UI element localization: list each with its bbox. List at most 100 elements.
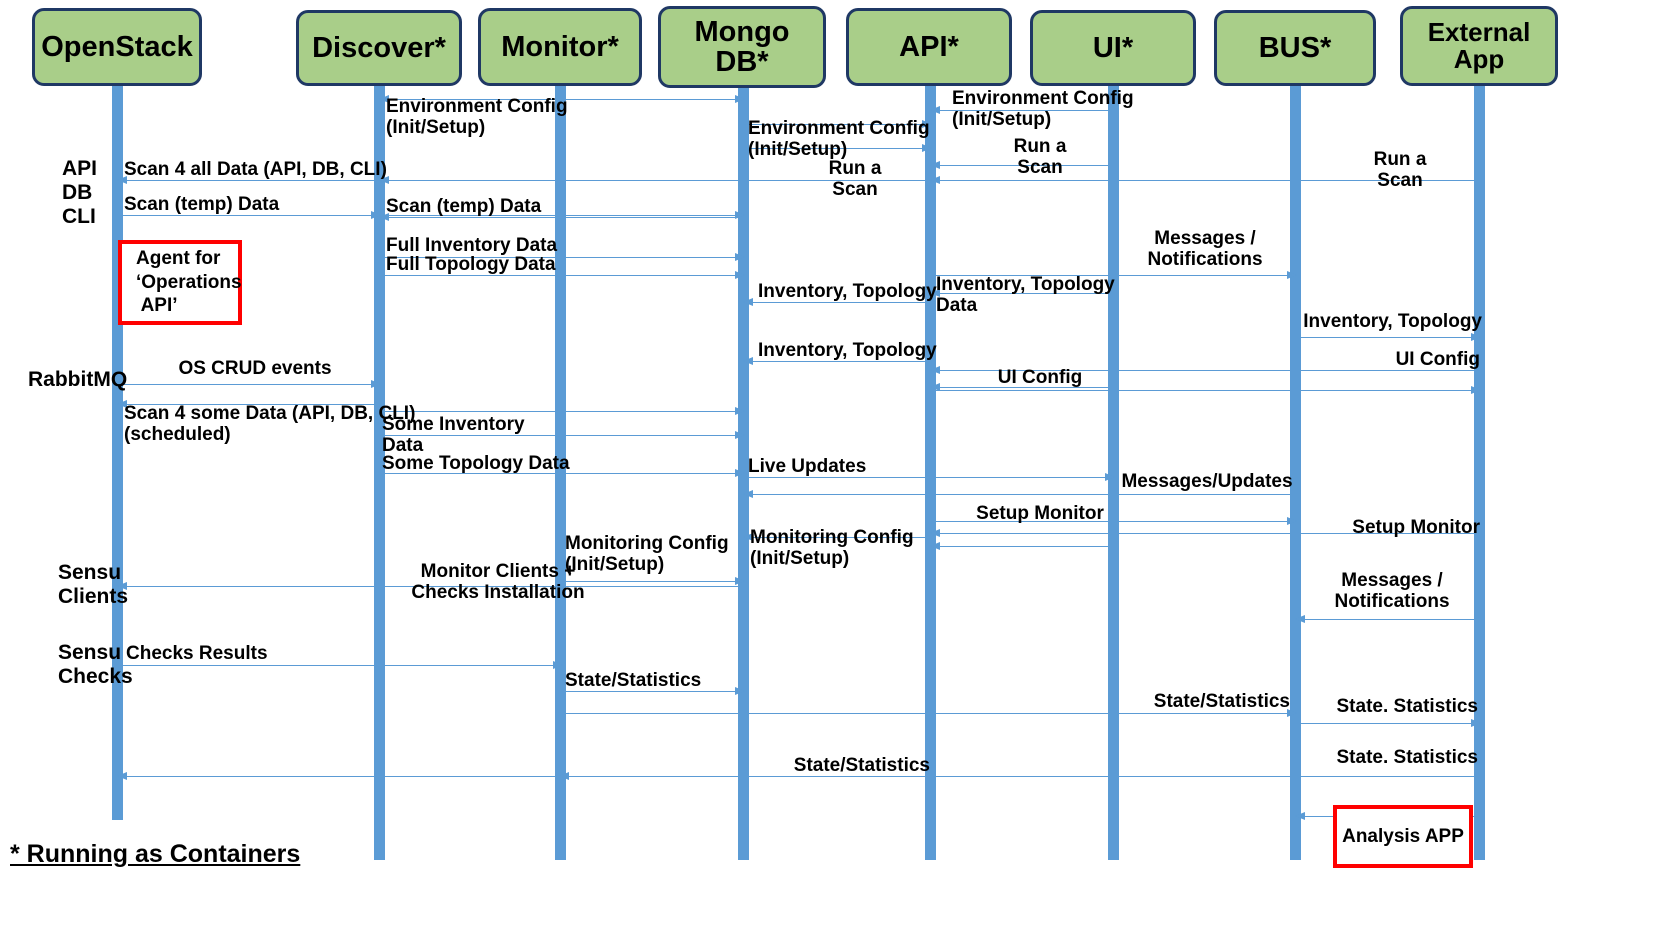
message-arrow-m21 (930, 383, 1114, 391)
message-arrow-m12 (380, 211, 745, 219)
message-label-m08: Run a Scan (1013, 136, 1067, 179)
note-analysis-app: Analysis APP (1333, 805, 1473, 868)
message-label-m36: Messages / Notifications (1334, 570, 1450, 613)
message-label-m14: Full Topology Data (386, 254, 556, 275)
lifeline-external-app (1474, 86, 1485, 860)
message-arrow-m25 (380, 407, 745, 415)
side-label-sensu-checks: Sensu Checks (58, 641, 133, 689)
message-label-m34: Monitoring Config (Init/Setup) (750, 527, 914, 570)
message-label-m13: Full Inventory Data (386, 235, 558, 256)
participant-label: BUS* (1258, 31, 1332, 64)
message-arrow-m08 (930, 161, 1114, 169)
participant-label: Mongo DB* (694, 15, 790, 78)
message-arrow-m04 (930, 106, 1114, 114)
side-label-sensu-clients: Sensu Clients (58, 561, 128, 609)
message-arrow-m22 (931, 386, 1481, 394)
participant-label: UI* (1092, 31, 1134, 64)
message-label-m40: State. Statistics (1336, 696, 1479, 717)
message-label-m10: Scan (temp) Data (124, 194, 280, 215)
message-arrow-m17 (930, 289, 1114, 297)
message-arrow-m19 (743, 357, 931, 365)
message-arrow-m07 (379, 176, 931, 184)
message-label-m01: Environment Config (Init/Setup) (386, 96, 568, 139)
participant-mongodb[interactable]: Mongo DB* (658, 6, 826, 88)
side-label-text: Sensu Clients (58, 561, 129, 609)
participant-label: Monitor* (501, 30, 619, 63)
message-arrow-m30 (743, 490, 1296, 498)
message-arrow-m06 (117, 176, 380, 184)
message-label-m28: Live Updates (748, 456, 867, 477)
participant-ui[interactable]: UI* (1030, 10, 1196, 86)
message-label-m41: State. Statistics (1336, 747, 1479, 768)
message-arrow-m29 (931, 517, 1297, 525)
message-arrow-m15 (931, 271, 1297, 279)
note-text: Analysis APP (1342, 825, 1464, 847)
message-label-m37: Checks Results (126, 643, 268, 664)
message-arrow-m16 (743, 298, 931, 306)
message-label-m06: Scan 4 all Data (API, DB, CLI) (124, 159, 387, 180)
message-label-m42: State/Statistics (793, 755, 930, 776)
participant-discover[interactable]: Discover* (296, 10, 462, 86)
participant-external-app[interactable]: External App (1400, 6, 1558, 86)
message-label-m29: Messages/Updates (1121, 471, 1293, 492)
message-arrow-m26 (380, 431, 745, 439)
participant-bus[interactable]: BUS* (1214, 10, 1376, 86)
side-label-api-db-cli: API DB CLI (62, 157, 97, 229)
participant-openstack[interactable]: OpenStack (32, 8, 202, 86)
message-label-m27: Some Topology Data (382, 453, 570, 474)
message-arrow-m39 (560, 709, 1297, 717)
message-label-m22: UI Config (1395, 349, 1480, 370)
message-arrow-m10 (118, 211, 381, 219)
message-arrow-m34 (743, 533, 931, 541)
message-arrow-m40 (1296, 719, 1481, 727)
message-arrow-m33 (560, 577, 745, 585)
participant-monitor[interactable]: Monitor* (478, 8, 642, 86)
participant-api[interactable]: API* (846, 8, 1012, 86)
message-arrow-m13 (380, 253, 745, 261)
message-label-m07: Run a Scan (828, 158, 882, 201)
side-label-text: RabbitMQ (28, 368, 128, 391)
message-label-m17: Inventory, Topology Data (936, 274, 1115, 317)
side-label-text: Sensu Checks (58, 641, 133, 689)
note-agent-operations-api: Agent for ‘Operations API’ (118, 240, 242, 325)
footer-running-as-containers: * Running as Containers (10, 840, 301, 868)
message-arrow-m36 (1295, 615, 1480, 623)
message-arrow-m23 (118, 380, 381, 388)
message-label-m35: Monitor Clients + Checks Installation (411, 561, 585, 604)
message-arrow-m02 (560, 95, 745, 103)
message-arrow-m18 (1296, 333, 1481, 341)
side-label-text: API DB CLI (62, 157, 98, 229)
message-arrow-m11 (379, 213, 744, 221)
participant-label: API* (899, 30, 959, 63)
lifeline-api (925, 86, 936, 860)
message-arrow-m37 (118, 661, 563, 669)
message-label-m04: Environment Config (Init/Setup) (952, 88, 1134, 131)
message-arrow-m09 (930, 176, 1480, 184)
message-label-m32: Setup Monitor (1352, 517, 1480, 538)
message-label-m11: Scan (temp) Data (386, 196, 542, 217)
message-label-m39: State/Statistics (1153, 691, 1290, 712)
participant-label: OpenStack (41, 30, 193, 63)
message-arrow-m27 (380, 469, 745, 477)
message-label-m31: Setup Monitor (976, 503, 1104, 524)
message-label-m38: State/Statistics (565, 670, 702, 691)
lifeline-openstack (112, 86, 123, 820)
message-label-m23: OS CRUD events (178, 358, 332, 379)
message-label-m24: Scan 4 some Data (API, DB, CLI) (schedul… (124, 403, 416, 446)
message-label-m09: Run a Scan (1373, 149, 1427, 192)
message-arrow-m35 (117, 582, 744, 590)
participant-label: Discover* (312, 31, 446, 64)
message-arrow-m03 (744, 120, 932, 128)
lifeline-discover (374, 86, 385, 860)
participant-label: External App (1427, 16, 1531, 74)
message-label-m26: Some Inventory Data (382, 414, 525, 457)
message-arrow-m42 (117, 772, 744, 780)
message-arrow-m20 (930, 366, 1480, 374)
message-label-m21: UI Config (997, 367, 1083, 388)
note-text: Agent for ‘Operations API’ (136, 247, 242, 317)
message-label-m15: Messages / Notifications (1147, 228, 1263, 271)
message-arrow-m28 (744, 473, 1115, 481)
message-label-m16: Inventory, Topology (758, 281, 937, 302)
message-arrow-m31 (930, 542, 1114, 550)
message-arrow-m01 (379, 95, 560, 103)
